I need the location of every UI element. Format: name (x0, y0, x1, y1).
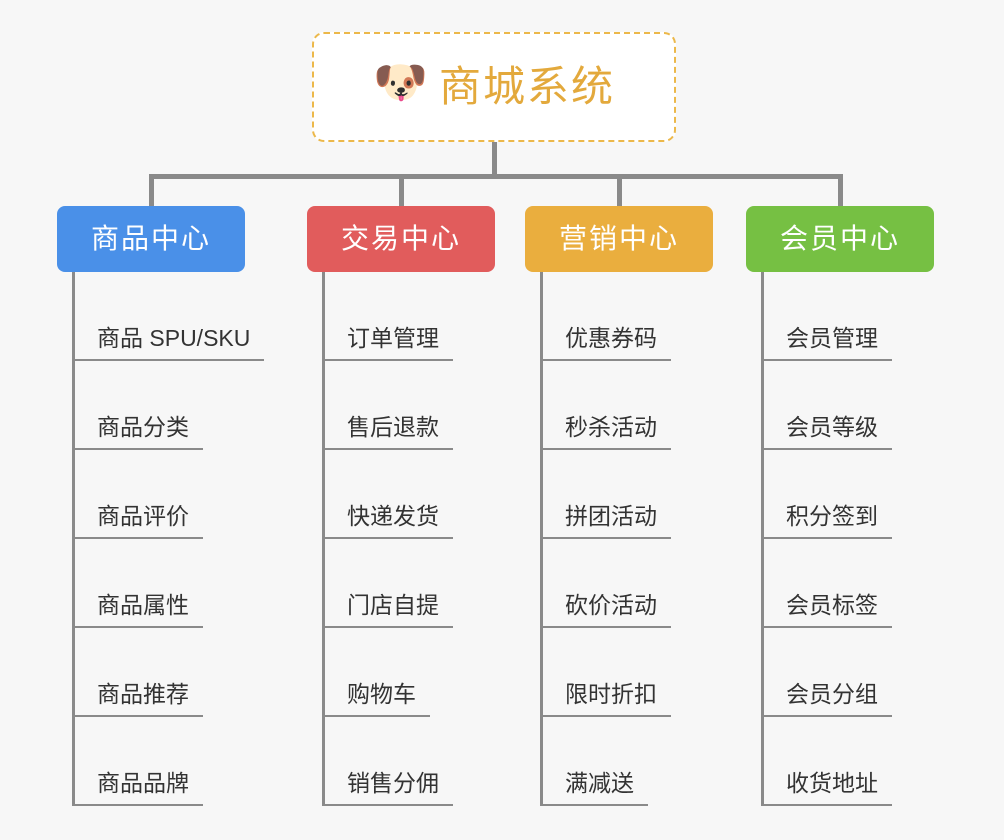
leaf-item[interactable]: 砍价活动 (543, 539, 671, 628)
leaf-item-label: 订单管理 (325, 327, 453, 361)
leaf-item-label: 购物车 (325, 683, 430, 717)
leaf-item-label: 商品评价 (75, 505, 203, 539)
dog-face-icon: 🐶 (372, 58, 428, 107)
connector-drop-trade-center (399, 174, 404, 206)
leaf-item-label: 销售分佣 (325, 772, 453, 806)
leaf-item-label: 优惠券码 (543, 327, 671, 361)
leaf-item-label: 限时折扣 (543, 683, 671, 717)
leaf-item[interactable]: 订单管理 (325, 272, 453, 361)
leaf-item[interactable]: 售后退款 (325, 361, 453, 450)
column-spine (322, 272, 325, 806)
connector-drop-product-center (149, 174, 154, 206)
root-title: 商城系统 (438, 63, 615, 110)
leaf-item[interactable]: 商品推荐 (75, 628, 203, 717)
leaf-item-label: 秒杀活动 (543, 416, 671, 450)
leaf-item[interactable]: 购物车 (325, 628, 430, 717)
leaf-item[interactable]: 商品评价 (75, 450, 203, 539)
leaf-item-label: 商品分类 (75, 416, 203, 450)
column-spine (761, 272, 764, 806)
leaf-item-label: 门店自提 (325, 594, 453, 628)
category-header-member-center[interactable]: 会员中心 (746, 206, 934, 272)
leaf-item[interactable]: 会员分组 (764, 628, 892, 717)
leaf-item-label: 售后退款 (325, 416, 453, 450)
leaf-item[interactable]: 商品分类 (75, 361, 203, 450)
leaf-item-label: 拼团活动 (543, 505, 671, 539)
leaf-item-label: 满减送 (543, 772, 648, 806)
category-header-marketing-center[interactable]: 营销中心 (525, 206, 713, 272)
leaf-item-label: 会员标签 (764, 594, 892, 628)
leaf-item[interactable]: 会员标签 (764, 539, 892, 628)
leaf-item[interactable]: 优惠券码 (543, 272, 671, 361)
category-header-label: 商品中心 (90, 223, 211, 254)
column-spine (72, 272, 75, 806)
connector-drop-member-center (838, 174, 843, 206)
root-node[interactable]: 🐶 商城系统 (312, 32, 676, 142)
leaf-item-label: 快递发货 (325, 505, 453, 539)
category-header-product-center[interactable]: 商品中心 (57, 206, 245, 272)
leaf-item[interactable]: 限时折扣 (543, 628, 671, 717)
leaf-item[interactable]: 销售分佣 (325, 717, 453, 806)
column-spine (540, 272, 543, 806)
leaf-item-label: 会员管理 (764, 327, 892, 361)
leaf-item-label: 会员分组 (764, 683, 892, 717)
leaf-item[interactable]: 拼团活动 (543, 450, 671, 539)
leaf-item[interactable]: 满减送 (543, 717, 648, 806)
category-header-label: 交易中心 (340, 223, 461, 254)
leaf-item-label: 收货地址 (764, 772, 892, 806)
connector-drop-marketing-center (617, 174, 622, 206)
leaf-item[interactable]: 秒杀活动 (543, 361, 671, 450)
leaf-item-label: 商品属性 (75, 594, 203, 628)
category-header-trade-center[interactable]: 交易中心 (307, 206, 495, 272)
leaf-item[interactable]: 会员等级 (764, 361, 892, 450)
leaf-item-label: 商品推荐 (75, 683, 203, 717)
category-header-label: 营销中心 (558, 223, 679, 254)
leaf-item[interactable]: 收货地址 (764, 717, 892, 806)
connector-root-stem (492, 142, 497, 178)
leaf-item-label: 砍价活动 (543, 594, 671, 628)
leaf-item-label: 积分签到 (764, 505, 892, 539)
leaf-item[interactable]: 商品 SPU/SKU (75, 272, 265, 361)
leaf-item-label: 商品 SPU/SKU (75, 327, 265, 361)
leaf-item[interactable]: 积分签到 (764, 450, 892, 539)
leaf-item[interactable]: 门店自提 (325, 539, 453, 628)
category-header-label: 会员中心 (779, 223, 900, 254)
leaf-item[interactable]: 商品品牌 (75, 717, 203, 806)
connector-horizontal-bus (149, 174, 843, 179)
leaf-item-label: 会员等级 (764, 416, 892, 450)
leaf-item[interactable]: 商品属性 (75, 539, 203, 628)
leaf-item[interactable]: 会员管理 (764, 272, 892, 361)
leaf-item-label: 商品品牌 (75, 772, 203, 806)
leaf-item[interactable]: 快递发货 (325, 450, 453, 539)
